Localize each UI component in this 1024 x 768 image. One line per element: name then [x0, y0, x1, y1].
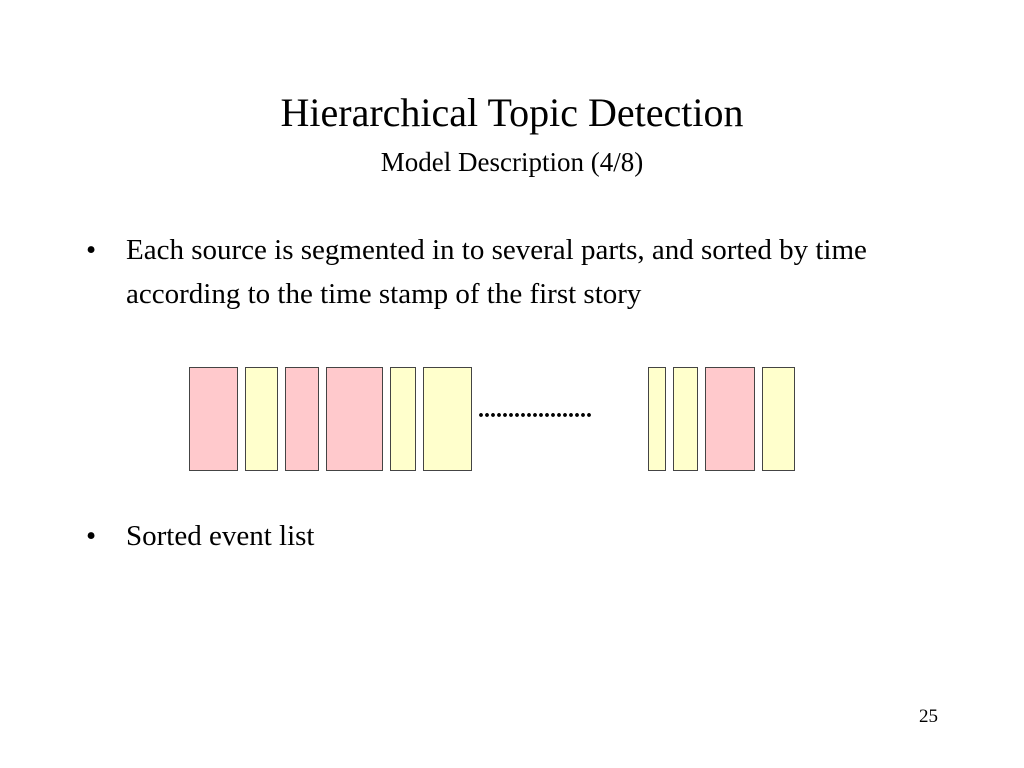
segment-block-pink: [326, 367, 383, 471]
bullet-text: Sorted event list: [126, 520, 315, 552]
segment-block-yellow: [390, 367, 416, 471]
segment-block-yellow: [762, 367, 795, 471]
segment-block-pink: [285, 367, 319, 471]
bullet-marker: •: [86, 520, 97, 552]
segment-block-yellow: [648, 367, 666, 471]
ellipsis-dots: ...................: [478, 397, 592, 423]
segment-block-yellow: [423, 367, 472, 471]
segment-block-pink: [189, 367, 238, 471]
bullet-text: Each source is segmented in to several p…: [126, 234, 867, 310]
bullet-item-sorted-event-list: • Sorted event list: [86, 514, 946, 558]
page-number: 25: [919, 706, 938, 727]
bullet-item-segmentation: • Each source is segmented in to several…: [86, 228, 946, 316]
segment-block-yellow: [245, 367, 278, 471]
slide-subtitle: Model Description (4/8): [380, 147, 644, 177]
slide-title: Hierarchical Topic Detection: [280, 90, 744, 135]
bullet-marker: •: [86, 234, 97, 266]
segment-block-pink: [705, 367, 755, 471]
segment-block-yellow: [673, 367, 698, 471]
